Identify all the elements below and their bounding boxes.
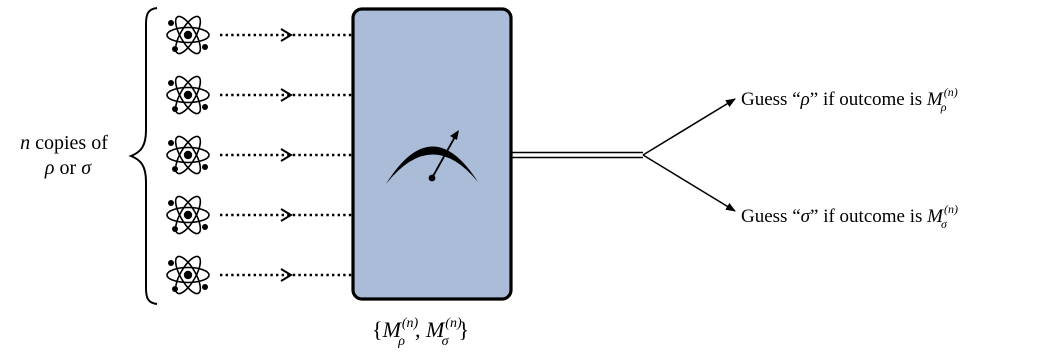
wire-arrow-icon (280, 208, 293, 222)
outcome-label-rho: Guess “ρ” if outcome is M(n)ρ (741, 85, 958, 114)
wire-arrow-icon (280, 28, 293, 42)
atom-icon (166, 192, 210, 238)
atom-icon (166, 12, 210, 58)
atom-row-4 (166, 192, 352, 238)
atom-row-3 (166, 132, 352, 178)
branch-arrow-upper (642, 98, 736, 156)
input-brace (128, 7, 158, 305)
povm-label: {M(n)ρ, M(n)σ} (372, 316, 469, 349)
wire-arrow-icon (280, 88, 293, 102)
atom-row-5 (166, 252, 352, 298)
input-label-line2: ρ or σ (44, 157, 92, 179)
atom-icon (166, 72, 210, 118)
wire-arrow-icon (280, 268, 293, 282)
atom-icon (166, 252, 210, 298)
outcome-label-sigma: Guess “σ” if outcome is M(n)σ (741, 202, 958, 231)
atom-row-1 (166, 12, 352, 58)
atom-icon (166, 132, 210, 178)
atom-row-2 (166, 72, 352, 118)
branch-arrow-lower (642, 154, 736, 212)
input-label-line1: n copies of (20, 132, 108, 154)
measurement-meter-icon (386, 130, 478, 184)
wire-arrow-icon (280, 148, 293, 162)
